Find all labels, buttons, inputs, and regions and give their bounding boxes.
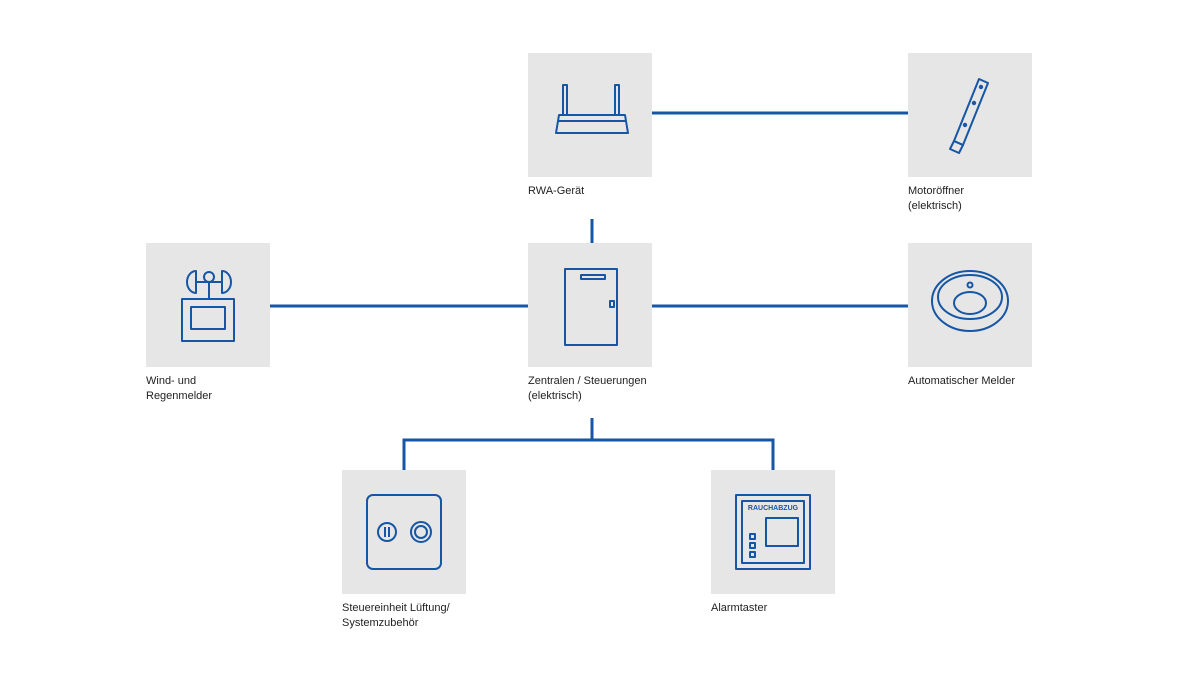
node-ventilation-unit: [342, 470, 466, 594]
label-automatic-detector: Automatischer Melder: [908, 375, 1015, 387]
connector-branch: [402, 438, 775, 470]
actuator-icon: [949, 78, 989, 154]
label-control-center: Zentralen / Steuerungen (elektrisch): [528, 375, 647, 402]
alarm-button-icon: RAUCHABZUG: [735, 494, 811, 570]
control-cabinet-icon: [564, 268, 618, 346]
alarm-panel-text: RAUCHABZUG: [748, 505, 799, 512]
label-ventilation-unit: Steuereinheit Lüftung/ Systemzubehör: [342, 602, 450, 629]
switch-panel-icon: [366, 494, 442, 570]
weather-station-icon: [181, 270, 235, 342]
router-icon: [555, 84, 629, 134]
label-motor-opener: Motoröffner (elektrisch): [908, 185, 965, 212]
smoke-detector-icon: [931, 270, 1009, 332]
node-motor-opener: [908, 53, 1032, 177]
label-rwa-device: RWA-Gerät: [528, 185, 585, 197]
node-control-center: [528, 243, 652, 367]
node-rwa-device: [528, 53, 652, 177]
node-alarm-button: RAUCHABZUG: [711, 470, 835, 594]
label-alarm-button: Alarmtaster: [711, 602, 768, 614]
node-automatic-detector: [908, 243, 1032, 367]
node-wind-rain-sensor: [146, 243, 270, 367]
label-wind-rain-sensor: Wind- und Regenmelder: [146, 375, 213, 402]
